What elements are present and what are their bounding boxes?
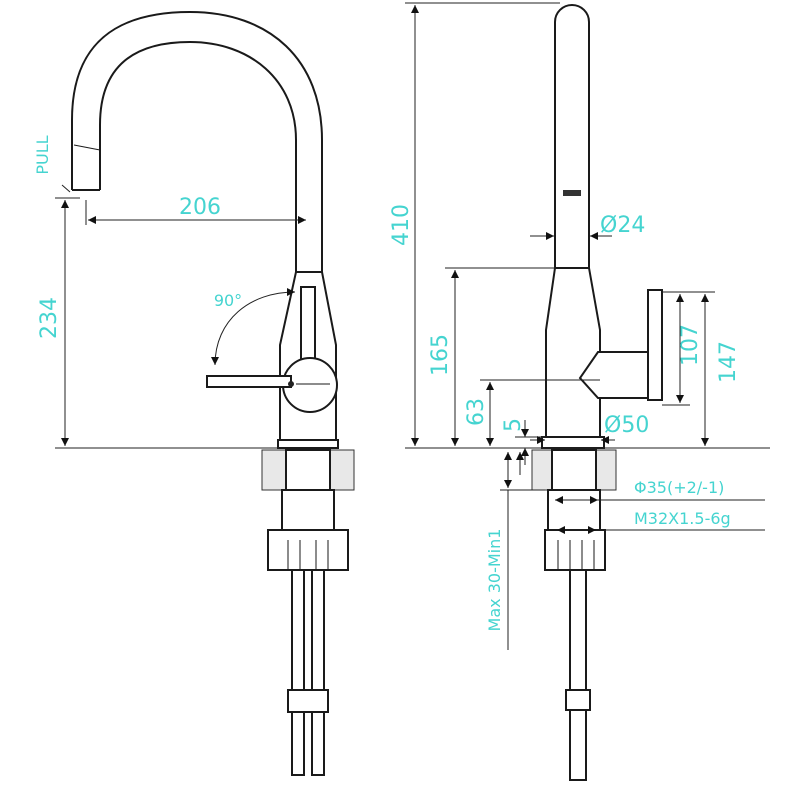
side-sleeve [547, 489, 601, 531]
spout-height-label: 234 [37, 297, 62, 339]
handle-axis-height-label: 63 [464, 398, 489, 426]
side-nut [544, 529, 606, 571]
side-hose-fitting [565, 689, 591, 711]
base-height-label: 5 [501, 418, 526, 432]
lever [300, 286, 316, 363]
front-view-dimensions: 206 234 PULL 90° [33, 135, 306, 449]
brand-logo-icon [288, 381, 294, 387]
pull-label: PULL [33, 135, 52, 174]
hose-fitting [287, 689, 329, 713]
front-view-faucet [71, 10, 355, 776]
side-base-plate [541, 436, 605, 449]
side-view-faucet [531, 4, 663, 781]
handle-upper-label: 147 [716, 341, 741, 383]
handle-block [578, 351, 653, 399]
shank [285, 449, 331, 491]
hose-left [291, 569, 305, 776]
mounting-sleeve [281, 489, 335, 531]
spout-outer [71, 10, 323, 275]
side-shank [551, 449, 597, 491]
spout-inner [99, 40, 297, 275]
base-plate [277, 439, 339, 449]
base-diameter-label: Ø50 [604, 413, 649, 438]
spout-reach-label: 206 [179, 195, 221, 220]
total-height-label: 410 [389, 204, 414, 246]
side-body [545, 267, 601, 438]
mounting-nut [267, 529, 349, 571]
thread-label: M32X1.5-6g [634, 509, 731, 528]
handle-lower-label: 107 [678, 324, 703, 366]
side-view-dimensions: 410 165 63 5 Ø24 Ø50 107 147 Max 30-Min1… [389, 2, 770, 650]
side-lever [647, 289, 663, 401]
spout-tube [554, 4, 590, 269]
hole-diameter-label: Φ35(+2/-1) [634, 478, 724, 497]
countertop-thickness-label: Max 30-Min1 [485, 529, 504, 632]
hose-right [311, 569, 325, 776]
spout-diameter-label: Ø24 [600, 213, 645, 238]
pull-release-joint [563, 190, 581, 196]
handle-bar [206, 375, 292, 388]
pull-head-joint [73, 144, 101, 151]
rotation-angle-label: 90° [214, 291, 242, 310]
side-hose [569, 569, 587, 781]
body-height-label: 165 [428, 334, 453, 376]
